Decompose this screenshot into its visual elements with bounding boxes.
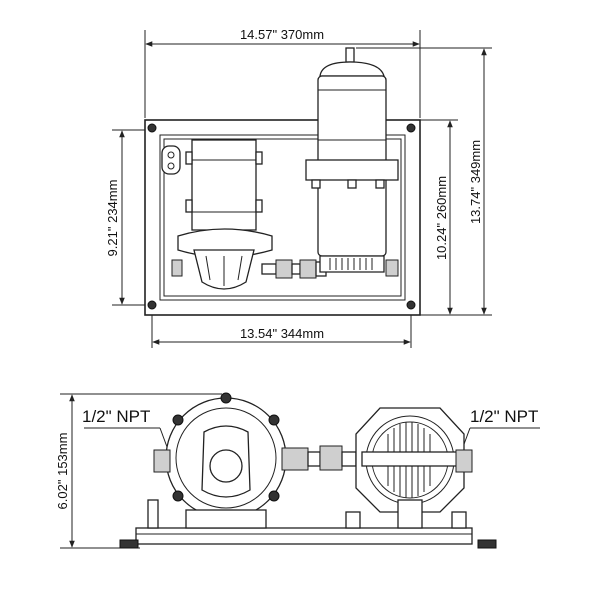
- side-base-plate: [119, 499, 497, 549]
- accumulator-tank-side: [345, 407, 473, 529]
- mount-height-dimension: 9.21" 234mm: [105, 129, 145, 306]
- plate-height-label: 10.24" 260mm: [434, 176, 449, 260]
- corner-screws: [147, 123, 416, 310]
- plate-width-dimension: 13.54" 344mm: [151, 315, 412, 348]
- plate-width-label: 13.54" 344mm: [240, 326, 324, 341]
- outlet-npt-label: 1/2" NPT: [470, 407, 538, 426]
- accumulator-tank-top: [305, 47, 399, 277]
- mounting-plate: [144, 119, 421, 316]
- inlet-npt-label: 1/2" NPT: [82, 407, 150, 426]
- overall-height-dimension: 13.74" 349mm: [356, 47, 492, 316]
- side-height-label: 6.02" 153mm: [55, 433, 70, 510]
- side-height-dimension: 6.02" 153mm: [55, 393, 222, 549]
- overall-width-label: 14.57" 370mm: [240, 27, 324, 42]
- pressure-switch: [161, 145, 181, 175]
- connecting-fitting: [261, 259, 327, 279]
- overall-width-dimension: 14.57" 370mm: [144, 27, 421, 118]
- pump-motor-top: [171, 139, 273, 290]
- pump-head-side: [153, 392, 287, 529]
- side-fitting: [281, 445, 357, 471]
- mount-height-label: 9.21" 234mm: [105, 180, 120, 257]
- plate-height-dimension: 10.24" 260mm: [420, 119, 458, 316]
- overall-height-label: 13.74" 349mm: [468, 140, 483, 224]
- side-view: 6.02" 153mm 1/2" NPT 1/2" NPT: [55, 392, 540, 549]
- top-view: 14.57" 370mm: [105, 27, 492, 348]
- inner-plate-outline: [159, 134, 406, 301]
- tank-grille: [329, 258, 373, 270]
